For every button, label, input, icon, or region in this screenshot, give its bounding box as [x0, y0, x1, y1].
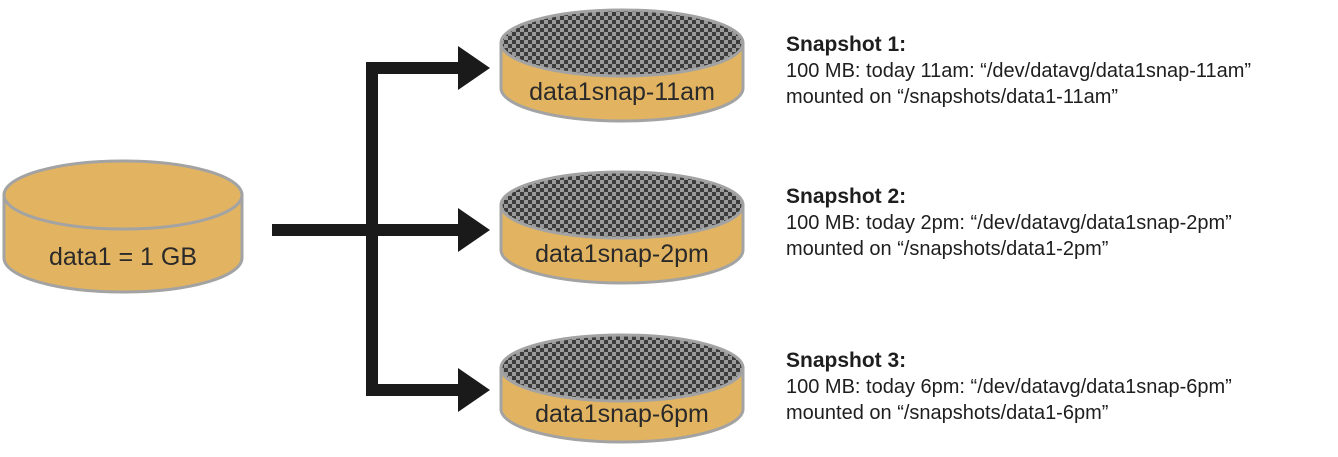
arrowhead-snapshot-2 — [458, 208, 490, 252]
snapshot-disk-2-label: data1snap-2pm — [535, 240, 709, 268]
snapshot-3-description: Snapshot 3: 100 MB: today 6pm: “/dev/dat… — [786, 348, 1336, 426]
snapshot-2-line-1: 100 MB: today 2pm: “/dev/datavg/data1sna… — [786, 212, 1232, 234]
snapshot-disk-3: data1snap-6pm — [499, 333, 745, 444]
snapshot-1-line-1: 100 MB: today 11am: “/dev/datavg/data1sn… — [786, 60, 1252, 82]
snapshot-disk-2: data1snap-2pm — [499, 170, 745, 285]
snapshot-disk-2-top — [499, 170, 745, 240]
snapshot-1-title: Snapshot 1: — [786, 33, 907, 56]
snapshot-disk-1-top — [499, 8, 745, 78]
source-disk-top — [2, 159, 244, 231]
branch-connector — [272, 46, 490, 412]
connector-vertical-trunk — [366, 62, 378, 396]
snapshot-3-line-2: mounted on “/snapshots/data1-6pm” — [786, 402, 1109, 424]
snapshot-2-description: Snapshot 2: 100 MB: today 2pm: “/dev/dat… — [786, 184, 1336, 262]
snapshot-disk-3-label: data1snap-6pm — [535, 400, 709, 428]
connector-horizontal-top — [366, 62, 468, 74]
source-disk: data1 = 1 GB — [2, 159, 244, 294]
arrowhead-snapshot-1 — [458, 46, 490, 90]
snapshot-2-line-2: mounted on “/snapshots/data1-2pm” — [786, 238, 1109, 260]
snapshot-disk-1-label: data1snap-11am — [529, 78, 715, 106]
source-disk-label: data1 = 1 GB — [49, 243, 197, 271]
snapshot-1-line-2: mounted on “/snapshots/data1-11am” — [786, 86, 1119, 108]
snapshot-1-description: Snapshot 1: 100 MB: today 11am: “/dev/da… — [786, 32, 1336, 110]
snapshot-disk-1: data1snap-11am — [499, 8, 745, 123]
snapshot-3-line-1: 100 MB: today 6pm: “/dev/datavg/data1sna… — [786, 376, 1232, 398]
arrowhead-snapshot-3 — [458, 368, 490, 412]
snapshot-3-title: Snapshot 3: — [786, 349, 907, 372]
snapshot-2-title: Snapshot 2: — [786, 185, 907, 208]
snapshot-disk-3-top — [499, 333, 745, 403]
connector-horizontal-bottom — [366, 384, 468, 396]
